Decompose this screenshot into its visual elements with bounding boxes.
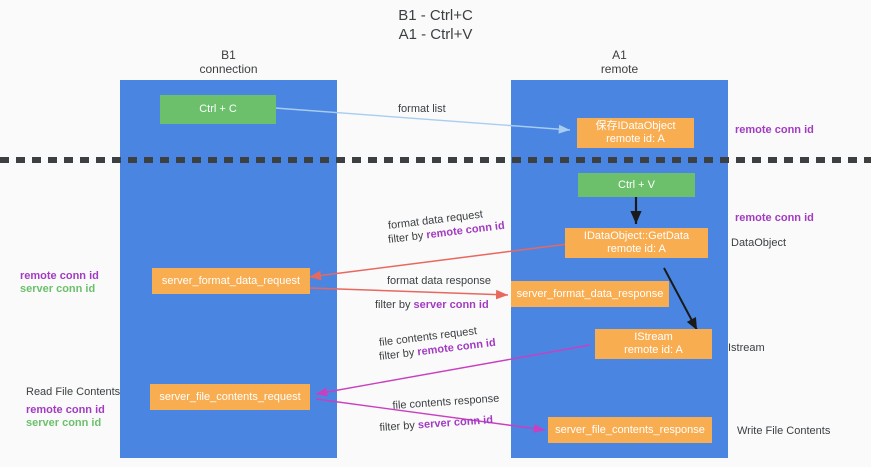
- diagram-title-line1: B1 - Ctrl+C: [398, 7, 473, 24]
- filter-prefix-2: filter by: [375, 299, 414, 311]
- node-server-file-contents-request[interactable]: server_file_contents_request: [150, 384, 310, 410]
- column-header-a1-name: A1: [612, 48, 627, 62]
- diagram-title: B1 - Ctrl+C A1 - Ctrl+V: [0, 6, 871, 44]
- edge-label-format-list: format list: [398, 103, 446, 115]
- filter-key-4: server conn id: [417, 414, 494, 432]
- annotation-left-remote-conn-id-2: remote conn id: [26, 404, 105, 416]
- node-istream-sublabel: remote id: A: [624, 344, 683, 356]
- node-ctrl-v-label: Ctrl + V: [618, 178, 655, 191]
- annotation-left-remote-conn-id: remote conn id: [20, 270, 99, 282]
- node-getdata-label: IDataObject::GetData: [583, 230, 690, 242]
- filter-key-2: server conn id: [413, 299, 489, 311]
- annotation-istream: Istream: [728, 342, 765, 354]
- node-ctrl-c[interactable]: Ctrl + C: [160, 95, 276, 124]
- edge-label-format-data-response: format data response: [387, 275, 491, 287]
- annotation-remote-conn-id-mid: remote conn id: [735, 212, 814, 224]
- annotation-left-server-conn-id-2: server conn id: [26, 417, 102, 429]
- node-idataobject-sublabel: remote id: A: [606, 133, 665, 145]
- node-server-format-data-response-label: server_format_data_response: [516, 287, 664, 300]
- annotation-remote-conn-id-top: remote conn id: [735, 124, 814, 136]
- annotation-left-server-conn-id: server conn id: [20, 283, 96, 295]
- annotation-dataobject: DataObject: [731, 237, 787, 249]
- node-server-file-contents-request-label: server_file_contents_request: [159, 390, 301, 403]
- node-server-file-contents-response-label: server_file_contents_response: [555, 423, 705, 436]
- column-header-b1: B1 connection: [120, 48, 337, 76]
- diagram-title-line2: A1 - Ctrl+V: [398, 26, 473, 43]
- phase-divider: [0, 157, 871, 163]
- edge-label-file-contents-response-filter: filter by server conn id: [379, 413, 493, 435]
- column-header-a1: A1 remote: [511, 48, 728, 76]
- column-header-a1-sub: remote: [600, 62, 639, 76]
- node-istream-label: IStream: [634, 331, 673, 343]
- node-idataobject[interactable]: 保存IDataObject remote id: A: [577, 118, 694, 148]
- node-server-format-data-request[interactable]: server_format_data_request: [152, 268, 310, 294]
- column-header-b1-sub: connection: [199, 62, 258, 76]
- node-ctrl-c-label: Ctrl + C: [199, 103, 237, 115]
- filter-prefix-1: filter by: [387, 229, 428, 247]
- filter-prefix-4: filter by: [379, 419, 419, 435]
- edge-label-file-contents-response: file contents response: [392, 392, 500, 413]
- node-idataobject-label: 保存IDataObject: [595, 120, 676, 132]
- annotation-read-file-contents: Read File Contents: [26, 386, 121, 398]
- edge-label-format-data-response-filter: filter by server conn id: [375, 298, 489, 312]
- arrow-format-data-response: [309, 287, 509, 300]
- annotation-write-file-contents: Write File Contents: [737, 425, 831, 437]
- node-server-file-contents-response[interactable]: server_file_contents_response: [548, 417, 712, 443]
- node-server-format-data-request-label: server_format_data_request: [161, 274, 301, 287]
- node-getdata-sublabel: remote id: A: [607, 243, 666, 255]
- node-getdata[interactable]: IDataObject::GetData remote id: A: [565, 228, 708, 258]
- filter-prefix-3: filter by: [378, 346, 419, 364]
- node-istream[interactable]: IStream remote id: A: [595, 329, 712, 359]
- node-server-format-data-response[interactable]: server_format_data_response: [511, 281, 669, 307]
- column-header-b1-name: B1: [221, 48, 236, 62]
- node-ctrl-v[interactable]: Ctrl + V: [578, 173, 695, 197]
